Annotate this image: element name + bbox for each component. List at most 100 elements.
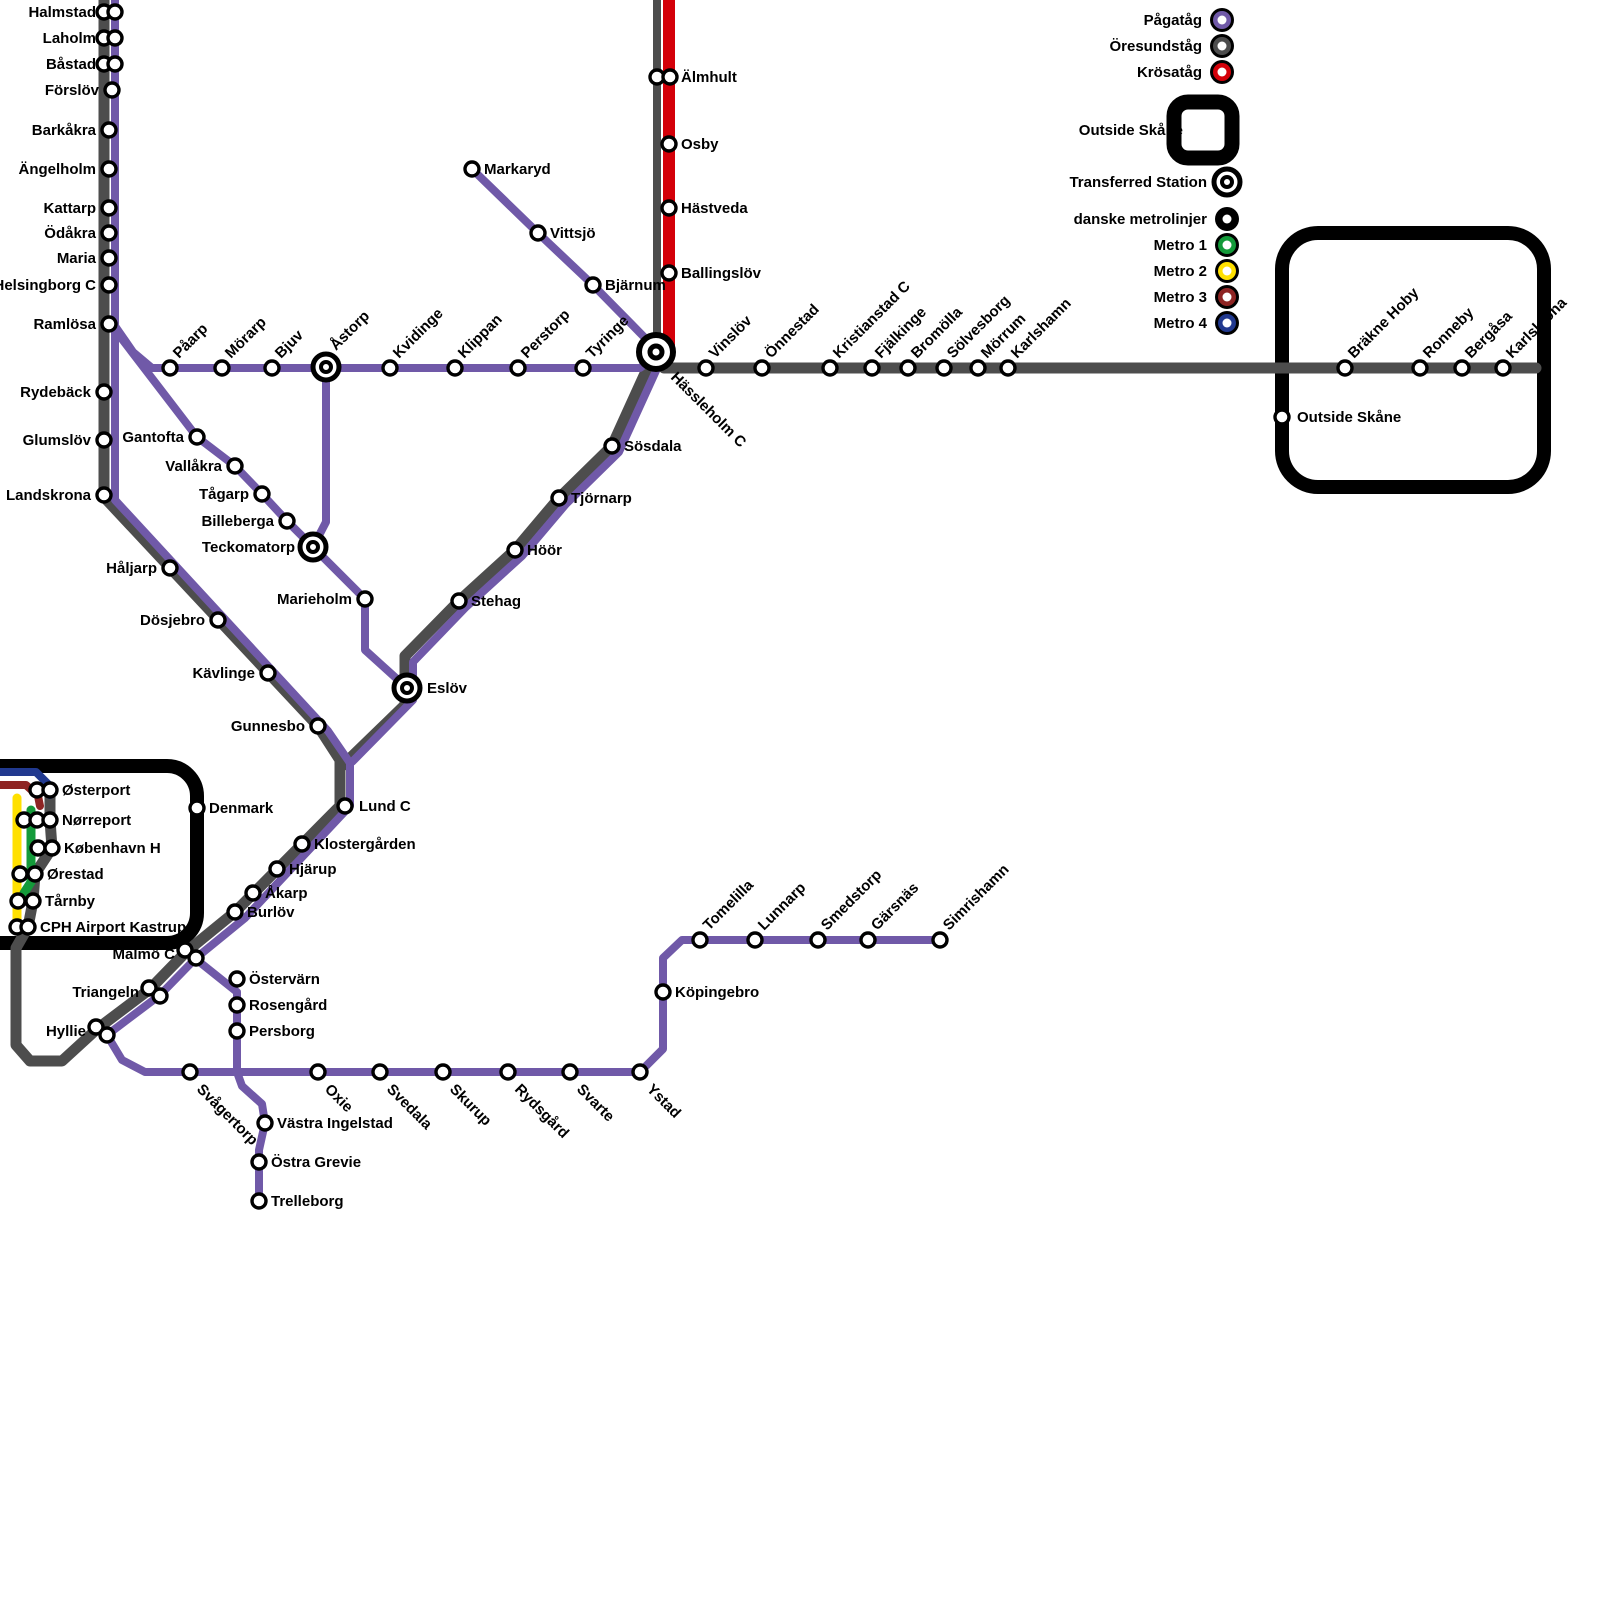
- station-marker[interactable]: [103, 81, 121, 99]
- station-glumslöv[interactable]: Glumslöv: [23, 431, 113, 449]
- station-marker[interactable]: [935, 359, 953, 377]
- station-marker[interactable]: [43, 839, 61, 857]
- station-marker[interactable]: [256, 1114, 274, 1132]
- station-marker[interactable]: [100, 121, 118, 139]
- station-marker[interactable]: [697, 359, 715, 377]
- station-marker[interactable]: [98, 1026, 116, 1044]
- station-marker[interactable]: [809, 931, 827, 949]
- station-marker[interactable]: [24, 892, 42, 910]
- station-marker[interactable]: [631, 1063, 649, 1081]
- station-marker[interactable]: [584, 276, 602, 294]
- station-marker[interactable]: [660, 135, 678, 153]
- station-barkåkra[interactable]: Barkåkra: [32, 121, 118, 139]
- station-halmstad[interactable]: Halmstad: [28, 3, 124, 21]
- station-marker[interactable]: [381, 359, 399, 377]
- station-marker[interactable]: [176, 941, 194, 959]
- station-tårnby[interactable]: Tårnby: [9, 892, 96, 910]
- station-åkarp[interactable]: Åkarp: [244, 884, 308, 902]
- station-marker[interactable]: [654, 983, 672, 1001]
- station-marker[interactable]: [187, 949, 205, 967]
- station-marker[interactable]: [268, 860, 286, 878]
- station-sösdala[interactable]: Sösdala: [603, 437, 682, 455]
- station-marker[interactable]: [506, 541, 524, 559]
- station-marker[interactable]: [550, 489, 568, 507]
- station-marker[interactable]: [1273, 408, 1291, 426]
- station-marker[interactable]: [660, 199, 678, 217]
- station-marker[interactable]: [106, 3, 124, 21]
- station-kävlinge[interactable]: Kävlinge: [192, 664, 277, 682]
- station-marker[interactable]: [226, 903, 244, 921]
- station-hässleholm-c[interactable]: Hässleholm C: [636, 332, 749, 451]
- station-persborg[interactable]: Persborg: [228, 1022, 315, 1040]
- station-osby[interactable]: Osby: [660, 135, 719, 153]
- station-marker[interactable]: [140, 979, 158, 997]
- station-rydebäck[interactable]: Rydebäck: [20, 383, 113, 401]
- station-marker[interactable]: [969, 359, 987, 377]
- station-marker[interactable]: [213, 359, 231, 377]
- station-vallåkra[interactable]: Vallåkra: [165, 457, 244, 475]
- station-förslöv[interactable]: Förslöv: [45, 81, 121, 99]
- station-marker[interactable]: [336, 797, 354, 815]
- station-marker[interactable]: [931, 931, 949, 949]
- station-marker[interactable]: [9, 892, 27, 910]
- station-denmark[interactable]: Denmark: [188, 799, 274, 817]
- station-marker[interactable]: [11, 865, 29, 883]
- station-marker[interactable]: [603, 437, 621, 455]
- station-marker[interactable]: [660, 264, 678, 282]
- station-håljarp[interactable]: Håljarp: [106, 559, 179, 577]
- station-marker[interactable]: [250, 1153, 268, 1171]
- station-marker[interactable]: [1494, 359, 1512, 377]
- station-marker[interactable]: [100, 160, 118, 178]
- station-trelleborg[interactable]: Trelleborg: [250, 1192, 344, 1210]
- station-marker[interactable]: [209, 611, 227, 629]
- station-marker[interactable]: [263, 359, 281, 377]
- station-marker[interactable]: [499, 1063, 517, 1081]
- station-marker[interactable]: [821, 359, 839, 377]
- station-marker[interactable]: [293, 835, 311, 853]
- station-marker[interactable]: [463, 160, 481, 178]
- station-marker[interactable]: [41, 811, 59, 829]
- station-marker[interactable]: [1411, 359, 1429, 377]
- station-rosengård[interactable]: Rosengård: [228, 996, 327, 1014]
- station-kattarp[interactable]: Kattarp: [43, 199, 118, 217]
- station-marker[interactable]: [1336, 359, 1354, 377]
- station-marker[interactable]: [561, 1063, 579, 1081]
- station-marker[interactable]: [100, 224, 118, 242]
- station-stehag[interactable]: Stehag: [450, 592, 521, 610]
- station-østerport[interactable]: Østerport: [28, 781, 130, 799]
- station-marker[interactable]: [100, 249, 118, 267]
- station-marker[interactable]: [95, 486, 113, 504]
- station-marker[interactable]: [309, 717, 327, 735]
- station-marker[interactable]: [244, 884, 262, 902]
- station-klostergården[interactable]: Klostergården: [293, 835, 416, 853]
- station-triangeln[interactable]: Triangeln: [72, 979, 169, 1005]
- station-marker[interactable]: [106, 29, 124, 47]
- station-burlöv[interactable]: Burlöv: [226, 903, 295, 921]
- station-marker[interactable]: [226, 457, 244, 475]
- station-marker[interactable]: [100, 276, 118, 294]
- station-båstad[interactable]: Båstad: [46, 55, 124, 73]
- station-landskrona[interactable]: Landskrona: [6, 486, 113, 504]
- station-västra-ingelstad[interactable]: Västra Ingelstad: [256, 1114, 393, 1132]
- station-bjärnum[interactable]: Bjärnum: [584, 276, 666, 294]
- station-marker[interactable]: [259, 664, 277, 682]
- station-marker[interactable]: [899, 359, 917, 377]
- station-bräkne-hoby[interactable]: Bräkne Hoby: [1336, 284, 1423, 377]
- station-marker[interactable]: [859, 931, 877, 949]
- station-marker[interactable]: [309, 1063, 327, 1081]
- station-markaryd[interactable]: Markaryd: [463, 160, 551, 178]
- station-höör[interactable]: Höör: [506, 541, 562, 559]
- station-dösjebro[interactable]: Dösjebro: [140, 611, 227, 629]
- station-marker[interactable]: [434, 1063, 452, 1081]
- station-ängelholm[interactable]: Ängelholm: [19, 160, 118, 178]
- station-marker[interactable]: [1453, 359, 1471, 377]
- station-marker[interactable]: [574, 359, 592, 377]
- station-marker[interactable]: [41, 781, 59, 799]
- station-simrishamn[interactable]: Simrishamn: [931, 861, 1013, 949]
- station-ramlösa[interactable]: Ramlösa: [33, 315, 118, 333]
- station-hyllie[interactable]: Hyllie: [46, 1018, 116, 1044]
- station-marker[interactable]: [746, 931, 764, 949]
- station-marker[interactable]: [181, 1063, 199, 1081]
- station-eslöv[interactable]: Eslöv: [391, 672, 468, 704]
- station-ödåkra[interactable]: Ödåkra: [44, 224, 118, 242]
